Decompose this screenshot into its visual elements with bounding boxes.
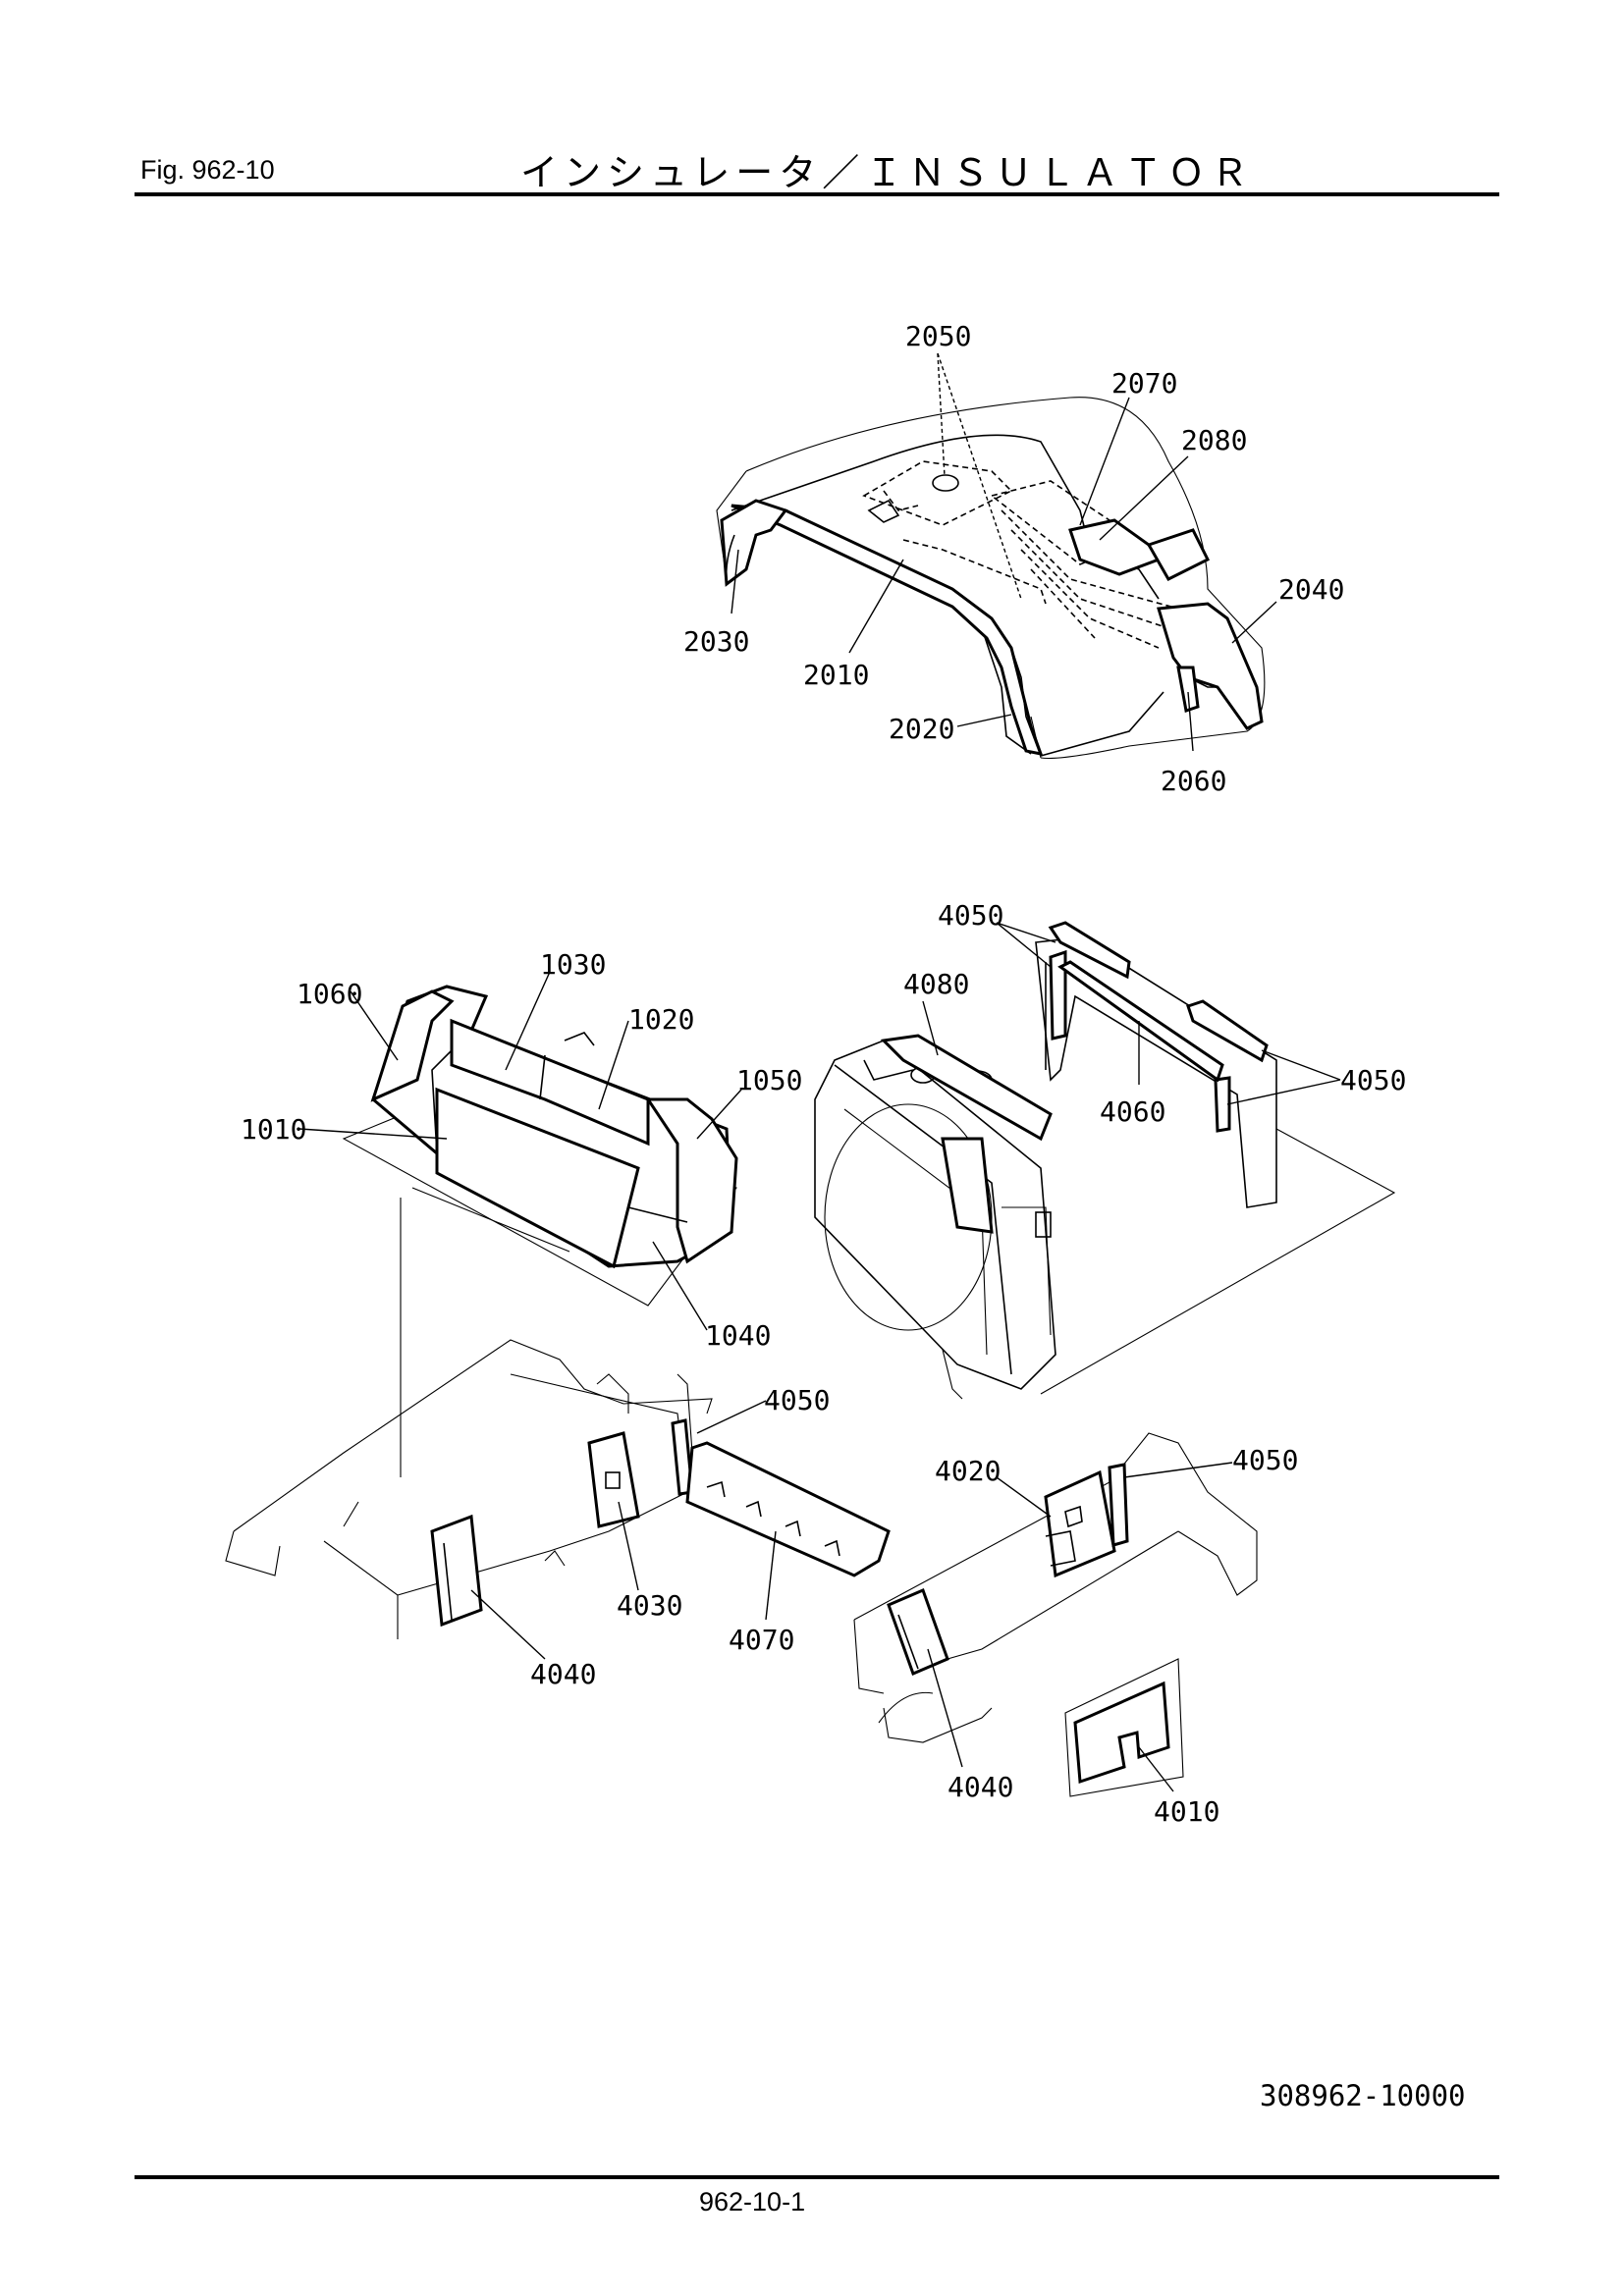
callout-4040-left: 4040 [530, 1658, 596, 1690]
insulator-group-4000-lower-right: 4020 4050 4040 4010 [853, 1432, 1298, 1828]
page-number: 962-10-1 [699, 2187, 806, 2216]
callout-4010: 4010 [1154, 1795, 1219, 1828]
insulator-group-4000-upper: 4050 4080 4060 4050 [814, 899, 1406, 1400]
callout-1050: 1050 [736, 1064, 802, 1096]
callout-4070: 4070 [729, 1624, 794, 1656]
callout-4050-right-lower: 4050 [1232, 1444, 1298, 1476]
callout-4050-top: 4050 [938, 899, 1003, 932]
callout-1030: 1030 [540, 948, 606, 981]
insulator-group-1000: 1060 1030 1020 1050 1010 1040 [241, 948, 802, 1352]
callout-2030: 2030 [683, 625, 749, 658]
callout-4050-right: 4050 [1340, 1064, 1406, 1096]
callout-1060: 1060 [297, 978, 362, 1010]
callout-2050: 2050 [905, 320, 971, 352]
callout-2040: 2040 [1278, 573, 1344, 606]
page-title: インシュレータ／ＩＮＳＵＬＡＴＯＲ [520, 151, 1255, 194]
callout-2070: 2070 [1111, 367, 1177, 400]
insulator-group-2000: 2050 2070 2080 2040 2030 2010 2020 2060 [683, 320, 1344, 797]
insulator-group-4000-lower-left: 4050 4030 4070 4040 [225, 1198, 891, 1690]
callout-4040-right: 4040 [947, 1771, 1013, 1803]
callout-1020: 1020 [628, 1003, 694, 1036]
callout-4060: 4060 [1100, 1095, 1165, 1128]
footer-rule [135, 2175, 1499, 2179]
callout-2060: 2060 [1161, 765, 1226, 797]
callout-1040: 1040 [705, 1319, 771, 1352]
callout-2020: 2020 [889, 713, 954, 745]
callout-2010: 2010 [803, 659, 869, 691]
callout-4020: 4020 [935, 1455, 1001, 1487]
header-rule [135, 192, 1499, 196]
callout-4080: 4080 [903, 968, 969, 1000]
drawing-number: 308962-10000 [1260, 2079, 1466, 2112]
figure-number: Fig. 962-10 [140, 155, 275, 185]
callout-2080: 2080 [1181, 424, 1247, 456]
callout-1010: 1010 [241, 1113, 306, 1146]
callout-4030: 4030 [617, 1589, 682, 1622]
callout-4050-mid: 4050 [764, 1384, 830, 1416]
